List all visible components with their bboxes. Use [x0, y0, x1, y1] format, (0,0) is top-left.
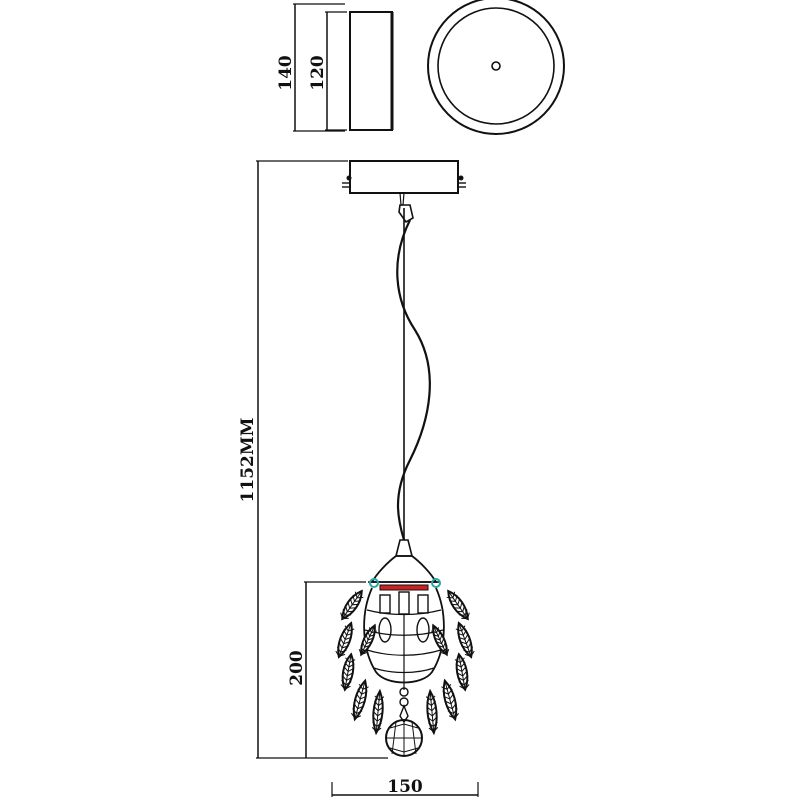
canopy-height-inner-label: 120 [308, 55, 328, 91]
total-height-dimension: 1152MM [238, 160, 388, 759]
crystal-leaf [431, 623, 450, 657]
crystal-drop [385, 687, 423, 757]
canopy-height-outer-label: 140 [276, 55, 296, 91]
crystal-leaves [335, 589, 475, 736]
shade-width-dimension: 150 [331, 777, 479, 797]
crystal-leaf [340, 589, 364, 621]
crystal-leaf [358, 623, 377, 657]
crystal-leaf [441, 678, 459, 722]
shade-width-label: 150 [387, 777, 423, 797]
crystal-leaf [335, 621, 355, 659]
crystal-leaf [340, 652, 356, 692]
crystal-leaf [351, 678, 369, 722]
lamp-cap [368, 539, 441, 591]
crystal-leaf [455, 621, 475, 659]
lamp-cage [363, 587, 445, 690]
total-height-label: 1152MM [238, 417, 258, 502]
shade-height-label: 200 [287, 650, 307, 686]
canopy-side-view [349, 11, 394, 131]
suspension-cable [396, 208, 431, 541]
crystal-leaf [425, 688, 439, 736]
crystal-leaf [371, 688, 385, 736]
shade-height-dimension: 200 [287, 581, 366, 758]
canopy-top-view [427, 0, 565, 135]
crystal-leaf [454, 652, 470, 692]
canopy-height-dimension-inner: 120 [308, 11, 347, 131]
canopy-height-dimension-outer: 140 [276, 3, 345, 132]
crystal-leaf [446, 589, 470, 621]
